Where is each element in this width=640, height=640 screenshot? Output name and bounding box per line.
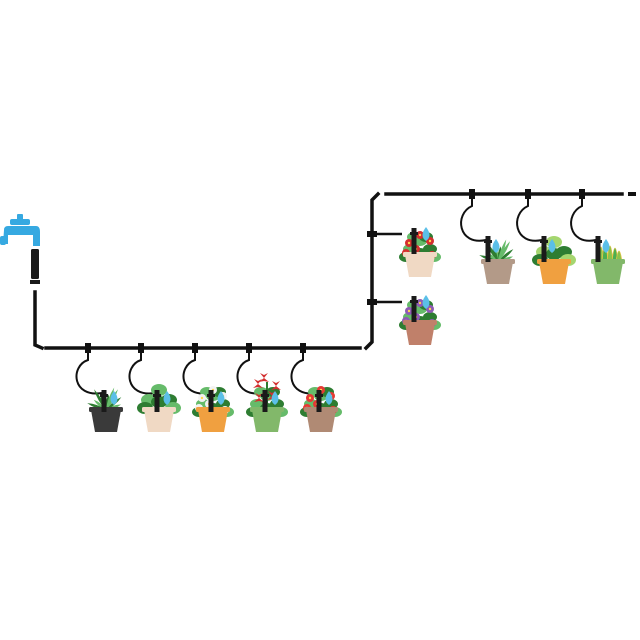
drip-stake [484,236,492,262]
drip-stake [410,296,418,322]
water-drop-icon [163,391,171,405]
water-drop-icon [422,295,430,309]
pipe-tee-connector [367,299,377,305]
flower-pot [539,262,569,284]
water-drop-icon [492,239,500,253]
riser-pipe [363,191,381,351]
pipe-tee-connector [367,231,377,237]
drip-stake [153,390,161,412]
water-drop-icon [602,239,610,253]
flower-pot [91,410,121,432]
drip-hose [236,348,264,395]
water-faucet-icon [0,214,40,246]
pipe-tee-connector [192,343,198,353]
drip-hose [570,194,597,242]
drip-stake [410,228,418,254]
flower-pot [306,410,336,432]
flower-pot [405,323,435,345]
drip-hose [516,194,543,242]
water-drop-icon [110,391,118,405]
hose-connector [30,249,40,284]
pipe-tee-connector [469,189,475,199]
drip-stake [540,236,548,262]
potted-plant-red-flowering [300,386,342,432]
flower-pot-rim [403,320,437,325]
drip-hose [290,348,318,395]
pipe-tee-connector [138,343,144,353]
potted-plant-snake-plant [591,243,625,284]
drip-hose [128,348,156,395]
drip-stake [594,236,602,262]
drip-hose [182,348,210,395]
water-drop-icon [217,391,225,405]
drip-stake [315,390,323,412]
pipe-tee-connector [246,343,252,353]
supply-pipe-down [33,290,45,351]
water-drop-icon [325,391,333,405]
flower-pot [252,410,282,432]
water-drop-icon [271,391,279,405]
flower-pot [198,410,228,432]
drip-stake [207,390,215,412]
pipe-tee-connector [85,343,91,353]
pipe-end-cap [628,192,636,196]
drip-hose [75,348,103,395]
flower-pot-rim [403,252,437,257]
flower-pot [483,262,513,284]
flower-pot [144,410,174,432]
pipe-tee-connector [300,343,306,353]
flower-pot [405,255,435,277]
drip-stake [100,390,108,412]
drip-hose [460,194,487,242]
potted-plant-red-flowering [399,231,441,277]
main-pipe [33,191,624,351]
water-drop-icon [548,239,556,253]
potted-plant-african-violet [399,299,441,345]
pipe-tee-connector [579,189,585,199]
pipe-tee-connector [525,189,531,199]
flower-pot [593,262,623,284]
water-drop-icon [422,227,430,241]
drip-stake [261,390,269,412]
